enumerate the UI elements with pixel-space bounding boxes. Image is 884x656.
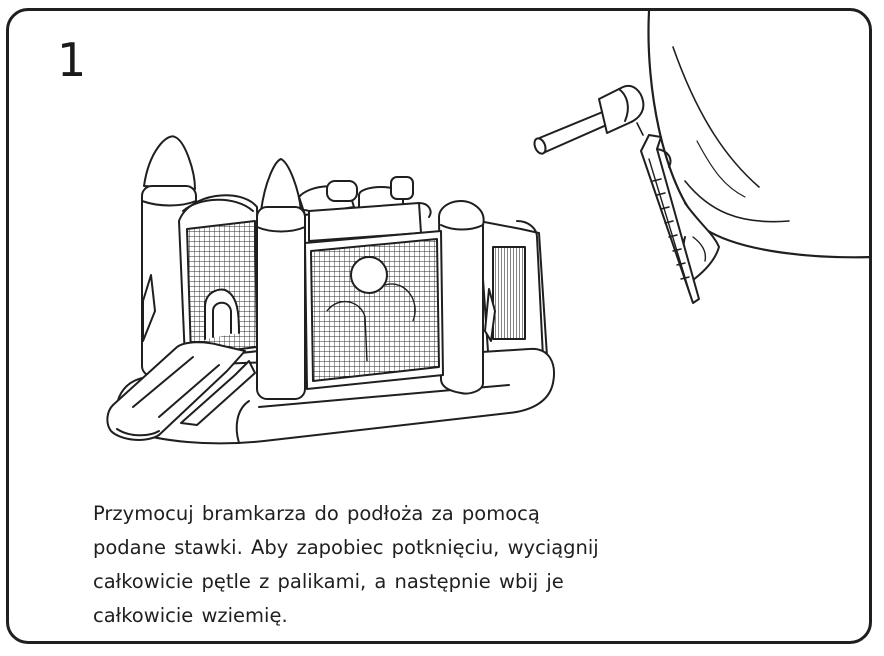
illustration — [106, 11, 869, 445]
instruction-line: całkowicie pętle z palikami, a następnie… — [93, 570, 564, 593]
step-number: 1 — [57, 33, 87, 87]
stake-hammer-icon — [533, 11, 869, 304]
instruction-panel: 1 — [6, 8, 872, 644]
instruction-line: podane stawki. Aby zapobiec potknięciu, … — [93, 536, 599, 559]
instruction-text: Przymocuj bramkarza do podłoża za pomocą… — [93, 497, 733, 633]
instruction-line: Przymocuj bramkarza do podłoża za pomocą — [93, 502, 540, 525]
bounce-house-icon — [106, 135, 555, 445]
instruction-line: całkowicie wziemię. — [93, 604, 288, 627]
